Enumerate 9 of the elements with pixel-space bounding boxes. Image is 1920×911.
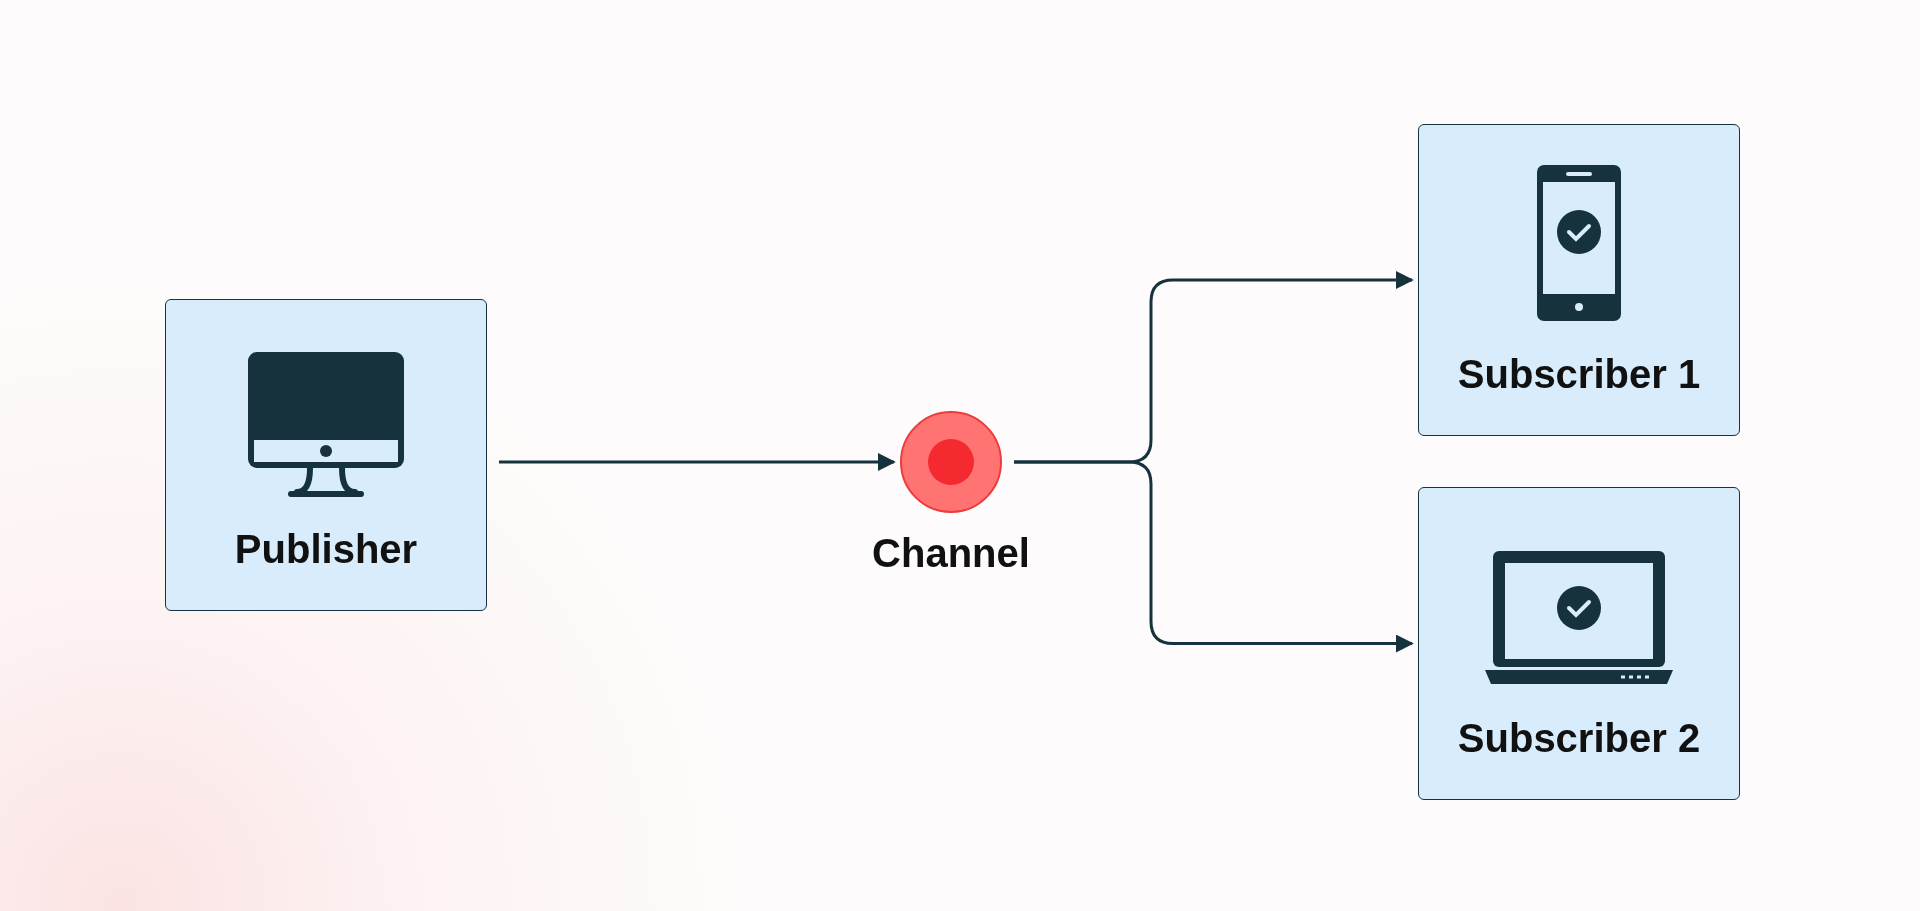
node-label: Publisher <box>234 527 418 572</box>
arrow <box>1014 460 1414 653</box>
device-card <box>165 299 487 611</box>
arrow <box>499 453 896 471</box>
device-card <box>1418 124 1740 436</box>
node-label: Channel <box>872 531 1030 576</box>
node-label: Subscriber 1 <box>1457 352 1701 397</box>
device-card <box>1418 487 1740 800</box>
node-label: Subscriber 2 <box>1457 716 1701 761</box>
